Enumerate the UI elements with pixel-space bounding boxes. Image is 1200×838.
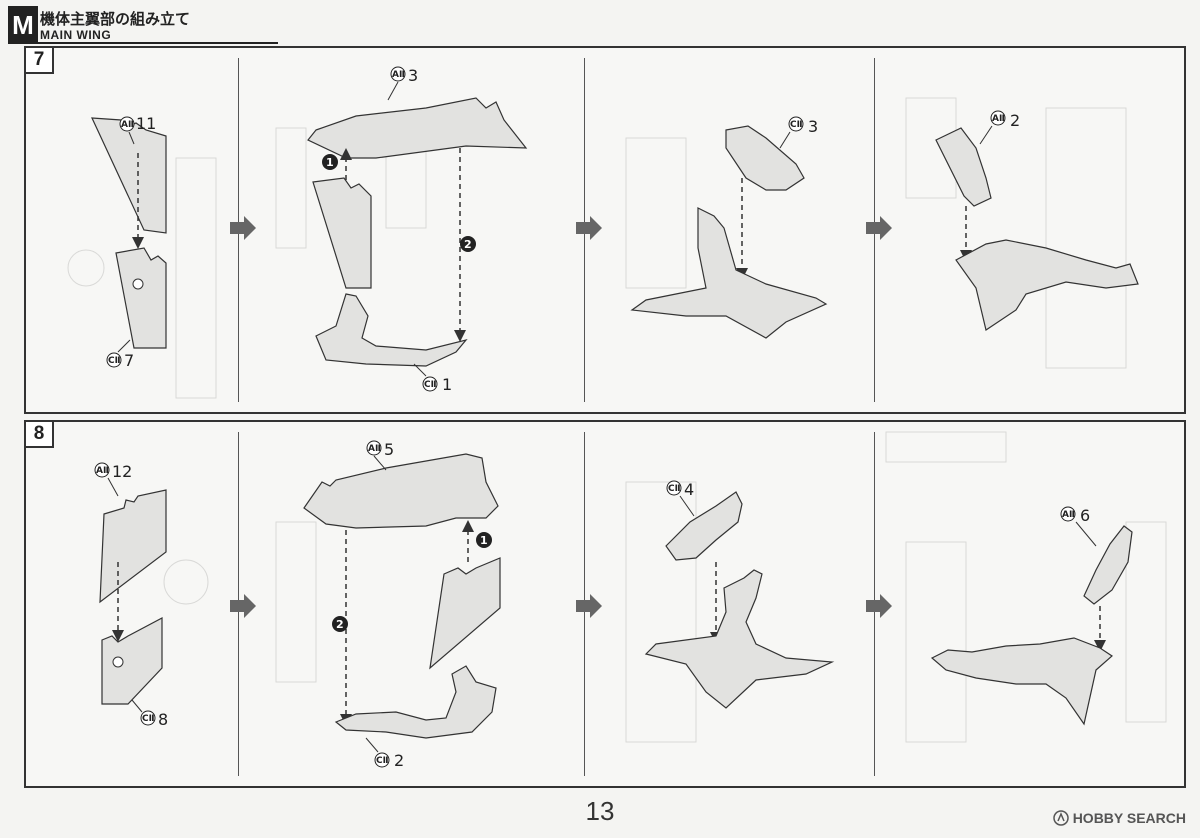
page-number: 13 bbox=[585, 796, 615, 826]
part-c2-8 bbox=[101, 617, 163, 705]
part-lower-fuselage bbox=[630, 207, 828, 339]
part-number: 2 bbox=[394, 751, 404, 770]
section-letter: M bbox=[8, 6, 38, 44]
part-number: 12 bbox=[112, 462, 132, 481]
step-arrow-icon bbox=[866, 594, 892, 618]
hobby-search-logo-icon bbox=[1052, 810, 1069, 826]
stage-2: AⅡ 3 1 2 CⅡ 1 bbox=[307, 66, 528, 394]
stage-1: AⅡ 11 CⅡ 7 bbox=[91, 114, 167, 370]
stage-3: CⅡ 3 bbox=[630, 116, 828, 339]
part-c2-4 bbox=[665, 491, 743, 561]
watermark: HOBBY SEARCH bbox=[1052, 810, 1186, 826]
step-number: 8 bbox=[26, 422, 54, 448]
step-arrow-icon bbox=[866, 216, 892, 240]
part-lower-fuselage bbox=[644, 569, 835, 709]
step-arrow-icon bbox=[230, 216, 256, 240]
section-title-jp: 機体主翼部の組み立て bbox=[40, 10, 191, 28]
step-number: 7 bbox=[26, 48, 54, 74]
part-a2-12 bbox=[99, 489, 167, 604]
stage-4: AⅡ 2 bbox=[935, 110, 1139, 331]
badge-a2: AⅡ bbox=[368, 444, 381, 454]
step-order-2: 2 bbox=[464, 238, 472, 251]
part-number: 8 bbox=[158, 710, 168, 729]
part-number: 3 bbox=[808, 117, 818, 136]
part-a2-11 bbox=[91, 117, 167, 234]
part-c2-1 bbox=[315, 293, 468, 367]
step-arrow-icon bbox=[576, 594, 602, 618]
step-arrow-icon bbox=[230, 594, 256, 618]
stage-2: AⅡ 5 1 2 CⅡ 2 bbox=[303, 440, 501, 770]
badge-c2: CⅡ bbox=[376, 756, 389, 766]
part-flap bbox=[429, 557, 501, 670]
part-number: 3 bbox=[408, 66, 418, 85]
part-wing-assembly bbox=[930, 637, 1113, 726]
badge-a2: AⅡ bbox=[392, 70, 405, 80]
part-number: 2 bbox=[1010, 111, 1020, 130]
badge-c2: CⅡ bbox=[790, 120, 803, 130]
part-number: 4 bbox=[684, 480, 694, 499]
badge-c2: CⅡ bbox=[108, 356, 121, 366]
part-number: 6 bbox=[1080, 506, 1090, 525]
part-c2-2 bbox=[334, 665, 497, 739]
stage-3: CⅡ 4 bbox=[644, 480, 835, 709]
part-wing-assembly bbox=[955, 239, 1139, 331]
badge-c2: CⅡ bbox=[142, 714, 155, 724]
step-8-panel: 8 AⅡ 12 CⅡ 8 bbox=[24, 420, 1186, 788]
part-a2-5 bbox=[303, 453, 499, 529]
part-number: 7 bbox=[124, 351, 134, 370]
badge-a2: AⅡ bbox=[121, 120, 134, 130]
part-a2-2 bbox=[935, 127, 992, 207]
step-8-diagram: AⅡ 12 CⅡ 8 AⅡ 5 1 2 bbox=[94, 431, 1167, 770]
step-7-diagram: AⅡ 11 CⅡ 7 AⅡ 3 1 2 CⅡ 1 bbox=[67, 66, 1139, 399]
part-a2-3 bbox=[307, 97, 528, 159]
badge-a2: AⅡ bbox=[992, 114, 1005, 124]
background-ghost-parts bbox=[163, 431, 1167, 743]
part-number: 5 bbox=[384, 440, 394, 459]
badge-a2: AⅡ bbox=[1062, 510, 1075, 520]
part-number: 1 bbox=[442, 375, 452, 394]
badge-a2: AⅡ bbox=[96, 466, 109, 476]
part-number: 11 bbox=[136, 114, 156, 133]
step-arrow-icon bbox=[576, 216, 602, 240]
badge-c2: CⅡ bbox=[668, 484, 681, 494]
step-7-panel: 7 AⅡ 11 bbox=[24, 46, 1186, 414]
stage-4: AⅡ 6 bbox=[930, 506, 1133, 726]
section-title-en: MAIN WING bbox=[40, 28, 112, 42]
badge-c2: CⅡ bbox=[424, 380, 437, 390]
part-a2-6 bbox=[1083, 525, 1133, 605]
part-flap bbox=[312, 177, 372, 289]
part-c2-3 bbox=[725, 125, 805, 191]
stage-1: AⅡ 12 CⅡ 8 bbox=[94, 462, 168, 729]
step-order-2: 2 bbox=[336, 618, 344, 631]
step-order-1: 1 bbox=[326, 156, 334, 169]
watermark-text: HOBBY SEARCH bbox=[1072, 810, 1186, 826]
header-underline bbox=[8, 42, 278, 44]
step-order-1: 1 bbox=[480, 534, 488, 547]
background-ghost-parts bbox=[67, 97, 1127, 399]
part-c2-7 bbox=[115, 247, 167, 349]
